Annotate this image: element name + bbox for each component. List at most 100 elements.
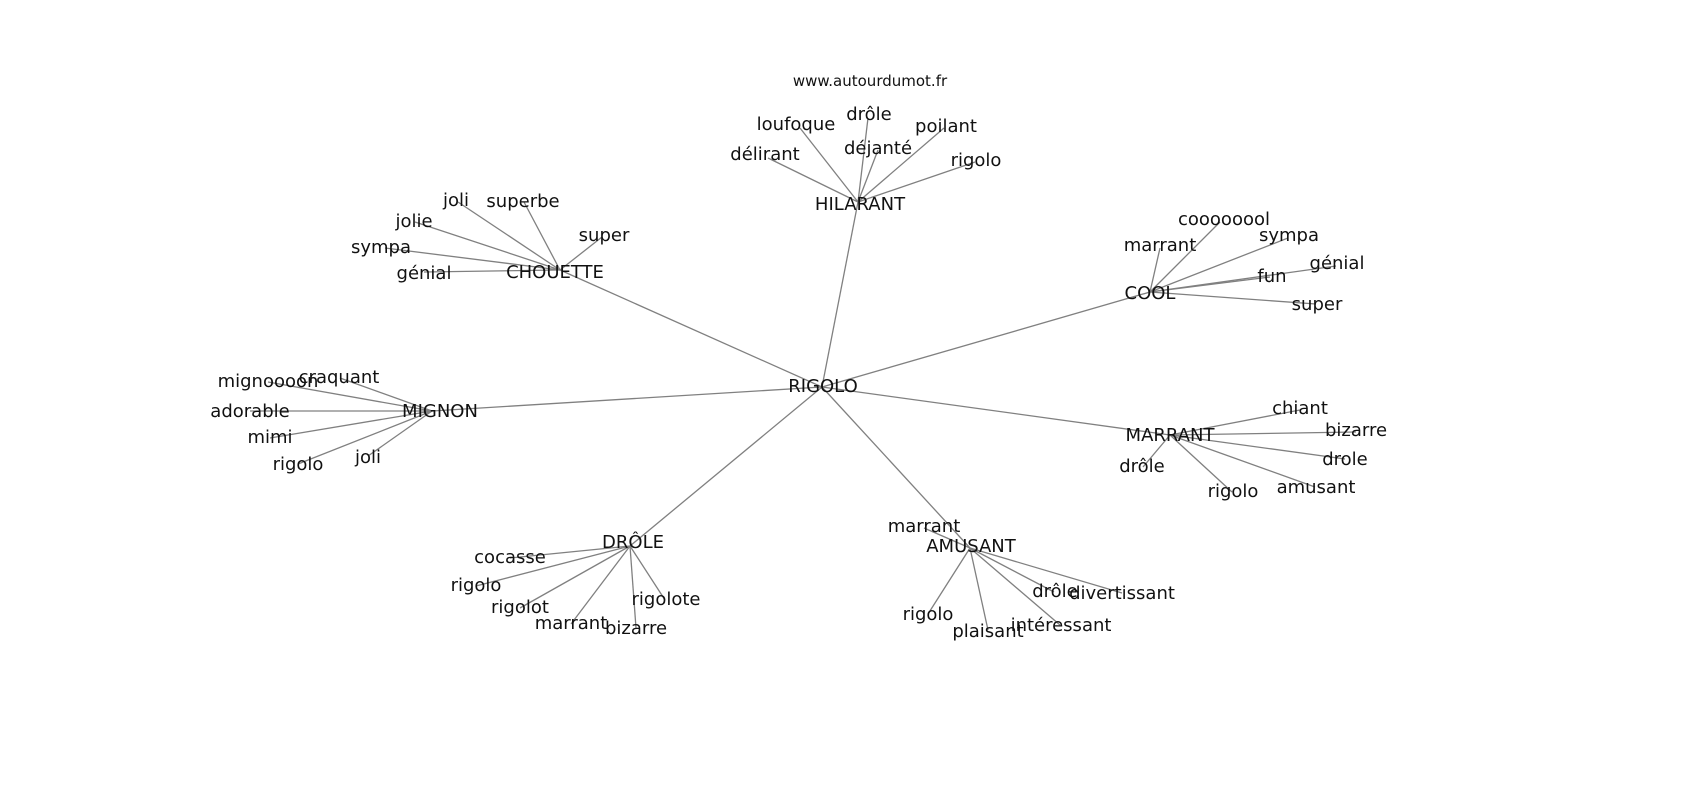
edge-hub-to-leaf <box>969 547 1123 594</box>
edge-hub-to-leaf <box>1169 409 1301 436</box>
edge-hub-to-leaf <box>457 201 561 271</box>
edge-hub-to-leaf <box>1169 434 1316 488</box>
leaf-label: chiant <box>1272 398 1328 419</box>
leaf-label: marrant <box>1124 235 1197 256</box>
edge-hub-to-leaf <box>269 410 433 439</box>
edge-hub-to-leaf <box>1149 291 1317 305</box>
leaf-label: rigolo <box>951 150 1002 171</box>
leaf-label: mignoooon <box>218 371 319 392</box>
edge-hub-to-leaf <box>857 127 945 203</box>
edge-hub-to-leaf <box>857 149 879 203</box>
leaf-label: rigolo <box>273 454 324 475</box>
edges-layer <box>250 117 1357 631</box>
edge-center-to-hub <box>821 201 859 388</box>
edge-hub-to-leaf <box>559 236 603 271</box>
leaf-label: loufoque <box>757 114 836 135</box>
leaf-label: rigolo <box>903 604 954 625</box>
leaf-label: drôle <box>1032 581 1078 602</box>
edge-center-to-hub <box>629 386 823 547</box>
leaf-label: intéressant <box>1011 615 1112 636</box>
hub-label: DRÔLE <box>602 531 664 553</box>
edge-hub-to-leaf <box>1169 431 1357 436</box>
hub-label: MARRANT <box>1126 425 1216 446</box>
leaf-label: fun <box>1257 266 1286 287</box>
edge-hub-to-leaf <box>509 545 631 559</box>
edge-center-to-hub <box>431 386 823 412</box>
edge-hub-to-leaf <box>1169 434 1346 460</box>
leaf-label: génial <box>1310 253 1365 274</box>
center-label: RIGOLO <box>788 376 858 397</box>
edge-hub-to-leaf <box>339 377 433 412</box>
leaf-label: marrant <box>888 516 961 537</box>
hub-label: MIGNON <box>402 401 478 422</box>
leaf-label: craquant <box>299 367 380 388</box>
edge-hub-to-leaf <box>297 410 433 465</box>
edge-hub-to-leaf <box>857 161 976 203</box>
leaf-label: drôle <box>1119 456 1165 477</box>
edge-hub-to-leaf <box>969 547 989 631</box>
leaf-label: divertissant <box>1069 583 1175 604</box>
edge-hub-to-leaf <box>629 545 666 601</box>
edge-hub-to-leaf <box>969 547 1055 593</box>
edge-hub-to-leaf <box>629 545 637 629</box>
leaf-label: amusant <box>1277 477 1356 498</box>
edge-hub-to-leaf <box>1149 237 1289 293</box>
leaf-label: jolie <box>394 211 432 232</box>
leaf-label: rigolo <box>1208 481 1259 502</box>
leaf-label: sympa <box>351 237 411 258</box>
edge-hub-to-leaf <box>923 527 971 549</box>
edge-hub-to-leaf <box>570 545 631 625</box>
leaf-label: bizarre <box>1325 420 1387 441</box>
edge-hub-to-leaf <box>1142 434 1171 468</box>
edge-center-to-hub <box>821 291 1151 388</box>
edge-hub-to-leaf <box>857 117 869 203</box>
leaf-label: génial <box>397 263 452 284</box>
leaf-label: déjanté <box>844 138 912 159</box>
edge-hub-to-leaf <box>523 201 561 271</box>
edge-hub-to-leaf <box>384 247 561 271</box>
leaf-label: superbe <box>486 191 559 212</box>
leaf-label: mimi <box>247 427 292 448</box>
leaf-label: drole <box>1322 449 1368 470</box>
edge-hub-to-leaf <box>1149 221 1221 293</box>
leaf-label: bizarre <box>605 618 667 639</box>
leaf-label: rigolot <box>491 597 549 618</box>
edge-hub-to-leaf <box>799 127 859 203</box>
leaf-label: adorable <box>210 401 289 422</box>
edge-hub-to-leaf <box>267 381 433 412</box>
edge-center-to-hub <box>559 269 823 388</box>
edge-hub-to-leaf <box>927 547 971 615</box>
edge-hub-to-leaf <box>969 547 1061 626</box>
leaf-label: rigolote <box>632 589 701 610</box>
leaf-label: super <box>579 225 630 246</box>
hub-label: HILARANT <box>815 194 906 215</box>
leaf-label: drôle <box>846 104 892 125</box>
edge-center-to-hub <box>821 386 1171 436</box>
edge-hub-to-leaf <box>1149 276 1271 293</box>
edge-center-to-hub <box>821 386 971 549</box>
leaf-label: plaisant <box>952 621 1023 642</box>
edge-hub-to-leaf <box>367 410 433 457</box>
edge-hub-to-leaf <box>519 545 631 609</box>
leaf-label: joli <box>442 190 469 211</box>
edge-hub-to-leaf <box>1149 247 1161 293</box>
edge-hub-to-leaf <box>1169 434 1233 493</box>
source-watermark: www.autourdumot.fr <box>792 72 948 90</box>
leaf-label: marrant <box>535 613 608 634</box>
leaf-label: sympa <box>1259 225 1319 246</box>
edge-hub-to-leaf <box>475 545 631 587</box>
leaf-label: joli <box>354 447 381 468</box>
edge-hub-to-leaf <box>767 157 859 203</box>
hub-label: CHOUETTE <box>506 262 604 283</box>
edge-hub-to-leaf <box>423 269 561 273</box>
leaf-label: délirant <box>730 144 799 165</box>
edge-hub-to-leaf <box>414 221 561 271</box>
hub-label: AMUSANT <box>926 536 1017 557</box>
hub-label: COOL <box>1125 283 1176 304</box>
leaf-label: cocasse <box>474 547 546 568</box>
leaf-label: rigolo <box>451 575 502 596</box>
leaf-label: poilant <box>915 116 977 137</box>
leaf-label: coooooool <box>1178 209 1270 230</box>
